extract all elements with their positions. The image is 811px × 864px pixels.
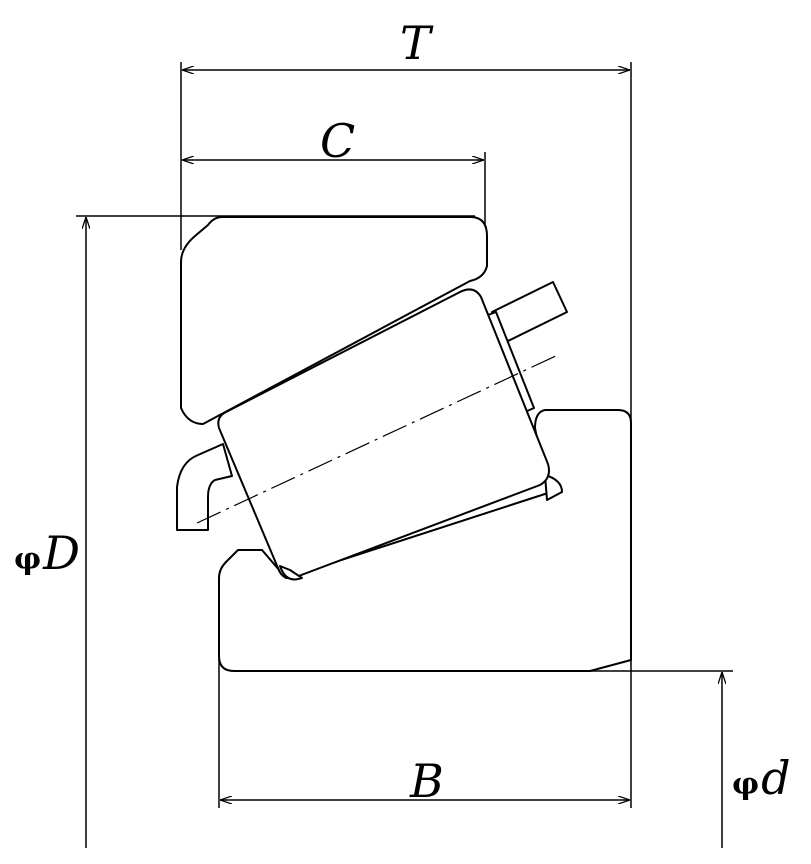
label-D: φD (14, 530, 80, 576)
label-d-text: d (761, 751, 791, 805)
inner-ring-cone (218, 409, 632, 672)
label-B: B (410, 754, 444, 808)
label-T: T (400, 16, 431, 70)
tapered-roller (217, 288, 550, 580)
phi-symbol-D: φ (14, 542, 42, 577)
outer-ring-cup (180, 216, 488, 425)
roller-relief-bottom (279, 565, 303, 581)
dimension-lines (86, 70, 722, 848)
cage-small-end (176, 443, 233, 531)
label-d: φd (732, 755, 791, 801)
roller-centerline (196, 353, 561, 524)
label-C: C (320, 114, 356, 168)
label-D-text: D (43, 526, 81, 580)
phi-symbol-d: φ (732, 767, 760, 802)
